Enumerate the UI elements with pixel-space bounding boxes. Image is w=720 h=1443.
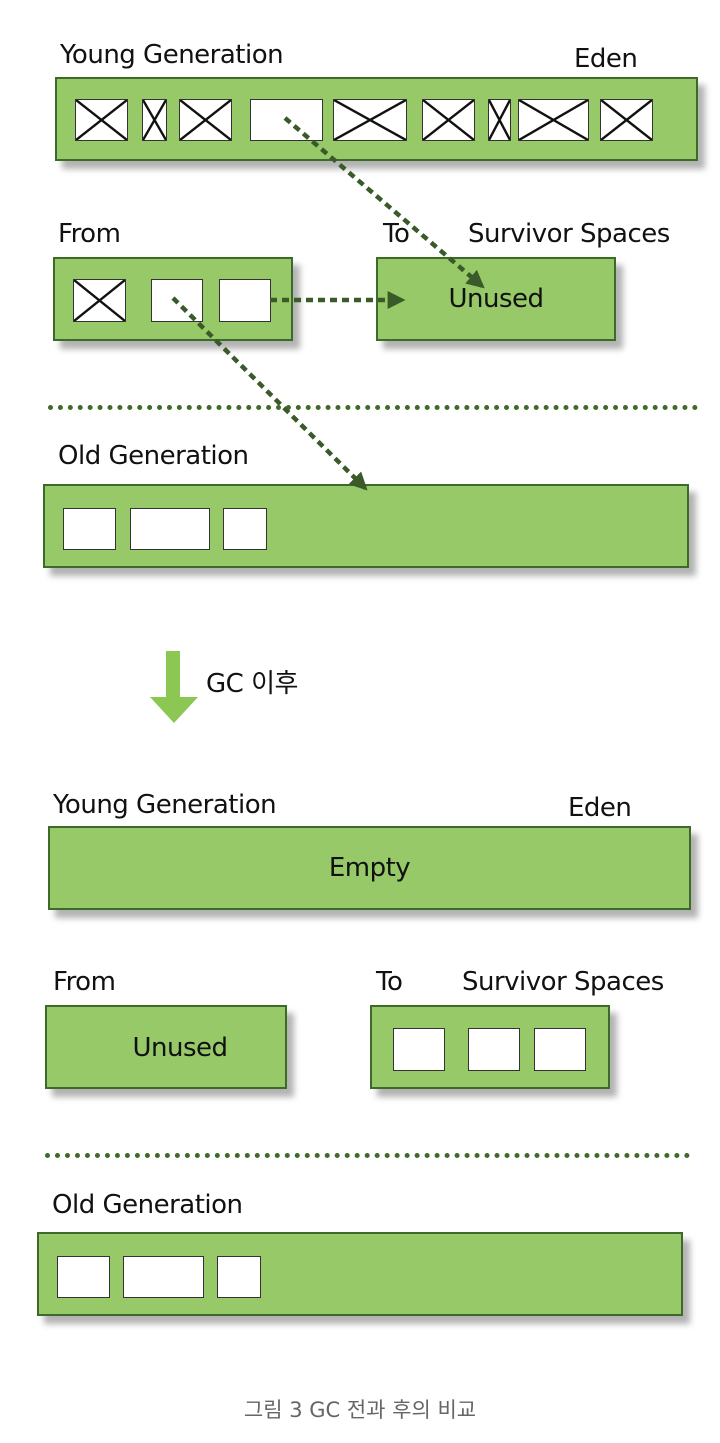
gc-down-arrow-icon bbox=[150, 651, 198, 723]
old-generation-label: Old Generation bbox=[52, 1190, 243, 1220]
old-generation-label: Old Generation bbox=[58, 441, 249, 471]
young-generation-label: Young Generation bbox=[60, 40, 284, 70]
eden-object-dead bbox=[600, 99, 653, 141]
generation-separator bbox=[45, 1153, 690, 1158]
from-label: From bbox=[58, 219, 121, 249]
survivor-spaces-label: Survivor Spaces bbox=[468, 219, 670, 249]
old-generation-space-before bbox=[43, 484, 689, 568]
from-object-live bbox=[219, 279, 271, 322]
old-object-live bbox=[57, 1256, 110, 1298]
survivor-spaces-label: Survivor Spaces bbox=[462, 967, 664, 997]
old-object-live bbox=[130, 508, 210, 550]
eden-space-before bbox=[55, 77, 698, 161]
old-object-live bbox=[223, 508, 267, 550]
to-object-live bbox=[393, 1028, 445, 1071]
old-object-live bbox=[63, 508, 116, 550]
old-object-live bbox=[123, 1256, 204, 1298]
from-space-before bbox=[53, 257, 293, 341]
eden-object-dead bbox=[333, 99, 407, 141]
eden-object-dead bbox=[142, 99, 167, 141]
eden-space-after bbox=[48, 826, 691, 910]
from-object-live bbox=[151, 279, 203, 322]
figure-caption: 그림 3 GC 전과 후의 비교 bbox=[243, 1398, 477, 1422]
to-object-live bbox=[468, 1028, 520, 1071]
old-generation-space-after bbox=[37, 1232, 683, 1316]
from-unused-text: Unused bbox=[132, 1033, 228, 1063]
eden-object-live bbox=[250, 99, 323, 141]
to-label: To bbox=[383, 219, 410, 249]
eden-object-dead bbox=[75, 99, 128, 141]
eden-label: Eden bbox=[568, 793, 632, 823]
old-object-live bbox=[217, 1256, 261, 1298]
to-object-live bbox=[534, 1028, 586, 1071]
from-space-after bbox=[45, 1005, 287, 1089]
from-label: From bbox=[53, 967, 116, 997]
gc-after-label: GC 이후 bbox=[206, 669, 298, 699]
eden-object-dead bbox=[488, 99, 511, 141]
to-space-after bbox=[370, 1005, 610, 1089]
eden-empty-text: Empty bbox=[328, 853, 411, 883]
eden-object-dead bbox=[518, 99, 589, 141]
to-space-unused-text: Unused bbox=[448, 284, 544, 314]
from-object-dead bbox=[73, 279, 126, 322]
to-label: To bbox=[376, 967, 403, 997]
generation-separator bbox=[48, 405, 698, 410]
eden-object-dead bbox=[422, 99, 475, 141]
young-generation-label: Young Generation bbox=[53, 790, 277, 820]
eden-object-dead bbox=[179, 99, 232, 141]
eden-label: Eden bbox=[574, 44, 638, 74]
